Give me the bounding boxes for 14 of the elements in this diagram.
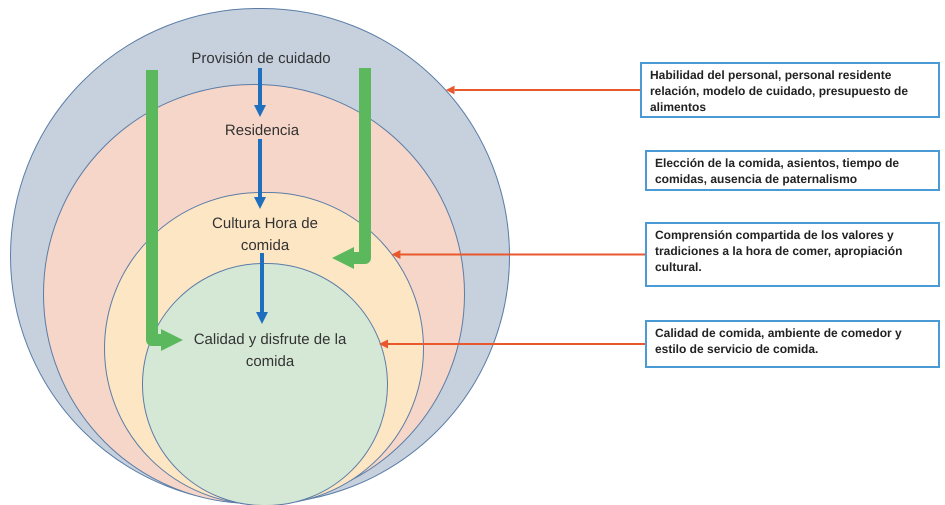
arrow xyxy=(254,139,266,209)
text-box: Calidad de comida, ambiente de comedor y estilo de servicio de comida. xyxy=(645,320,940,368)
circle-label: Cultura Hora de comida xyxy=(195,213,335,257)
circle-label: Residencia xyxy=(202,120,322,142)
arrow xyxy=(146,70,183,351)
text-box: Elección de la comida, asientos, tiempo de comidas, ausencia de paternalismo xyxy=(645,150,940,191)
circle-label: Calidad y disfrute de la comida xyxy=(187,329,353,373)
arrow xyxy=(391,250,645,259)
arrow xyxy=(446,86,640,94)
arrow xyxy=(332,68,371,269)
circle-label: Provisión de cuidado xyxy=(171,48,351,70)
text-box: Comprensión compartida de los valores y tradiciones a la hora de comer, apropiación cultural. xyxy=(645,222,940,287)
arrow xyxy=(379,340,645,348)
text-box: Habilidad del personal, personal residente relación, modelo de cuidado, presupuesto de alimentos xyxy=(640,62,940,118)
